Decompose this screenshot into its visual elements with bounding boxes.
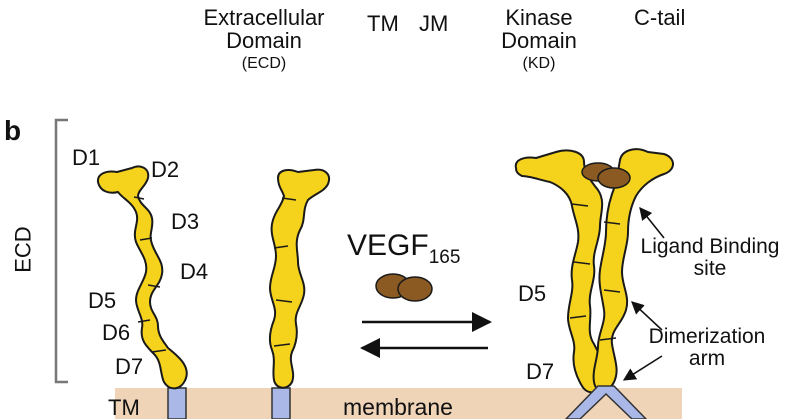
label-d4: D4	[180, 259, 209, 284]
header-jm: JM	[419, 11, 449, 36]
label-d3: D3	[171, 209, 200, 234]
dimer-label-d7: D7	[526, 359, 555, 384]
ligand-name: VEGF	[347, 229, 429, 262]
dimer-arm-pointer	[631, 301, 663, 331]
ligand-site-pointer	[639, 207, 665, 239]
header-ecd: Extracellular Domain (ECD)	[180, 6, 348, 73]
label-d2: D2	[151, 157, 180, 182]
header-kd: Kinase Domain (KD)	[485, 6, 593, 73]
dimer-arm-pointer-low	[622, 355, 663, 381]
dimer-arm-line2: arm	[688, 347, 726, 371]
dimer-arm-label: Dimerization arm	[622, 325, 792, 371]
tm-dimer-crossing	[564, 385, 648, 419]
ecd-dimer-domain-dividers	[569, 203, 621, 341]
header-ctail: C-tail	[634, 5, 686, 30]
dimer-arm-line1: Dimerization	[648, 325, 766, 348]
header-kd-line1: Kinase	[505, 5, 573, 30]
ecd-monomer-left	[96, 165, 188, 390]
ligand-bound-right	[597, 167, 631, 189]
tm-segment-middle	[271, 387, 291, 419]
header-kd-abbr: (KD)	[522, 55, 556, 73]
label-d7: D7	[115, 354, 144, 379]
header-ecd-line2: Domain	[226, 28, 302, 54]
ligand-free-right	[397, 276, 433, 302]
ligand-subscript: 165	[428, 247, 461, 268]
ligand-site-line2: site	[693, 257, 727, 281]
membrane-label: membrane	[343, 394, 453, 420]
ecd-bracket	[54, 118, 68, 384]
dimer-label-d5: D5	[518, 281, 547, 306]
header-kd-line2: Domain	[501, 28, 577, 54]
tm-segment-left	[167, 387, 187, 419]
ecd-bracket-label: ECD	[10, 226, 36, 273]
ecd-monomer-middle	[268, 168, 330, 389]
ecd-left-domain-dividers	[133, 196, 167, 353]
header-ecd-abbr: (ECD)	[241, 55, 287, 73]
panel-label: b	[4, 115, 22, 146]
label-d1: D1	[72, 145, 101, 170]
ligand-site-label: Ligand Binding site	[622, 235, 798, 281]
ecd-dimer-chain-left	[514, 149, 606, 394]
header-tm: TM	[367, 11, 399, 36]
header-ecd-line1: Extracellular	[203, 5, 325, 30]
ligand-site-line1: Ligand Binding	[640, 235, 780, 258]
label-d6: D6	[102, 320, 131, 345]
label-tm: TM	[108, 395, 140, 420]
ligand-label: VEGF165	[347, 229, 460, 268]
label-d5: D5	[88, 288, 117, 313]
ecd-dimer-chain-right	[592, 148, 674, 392]
ecd-middle-domain-dividers	[273, 197, 297, 347]
